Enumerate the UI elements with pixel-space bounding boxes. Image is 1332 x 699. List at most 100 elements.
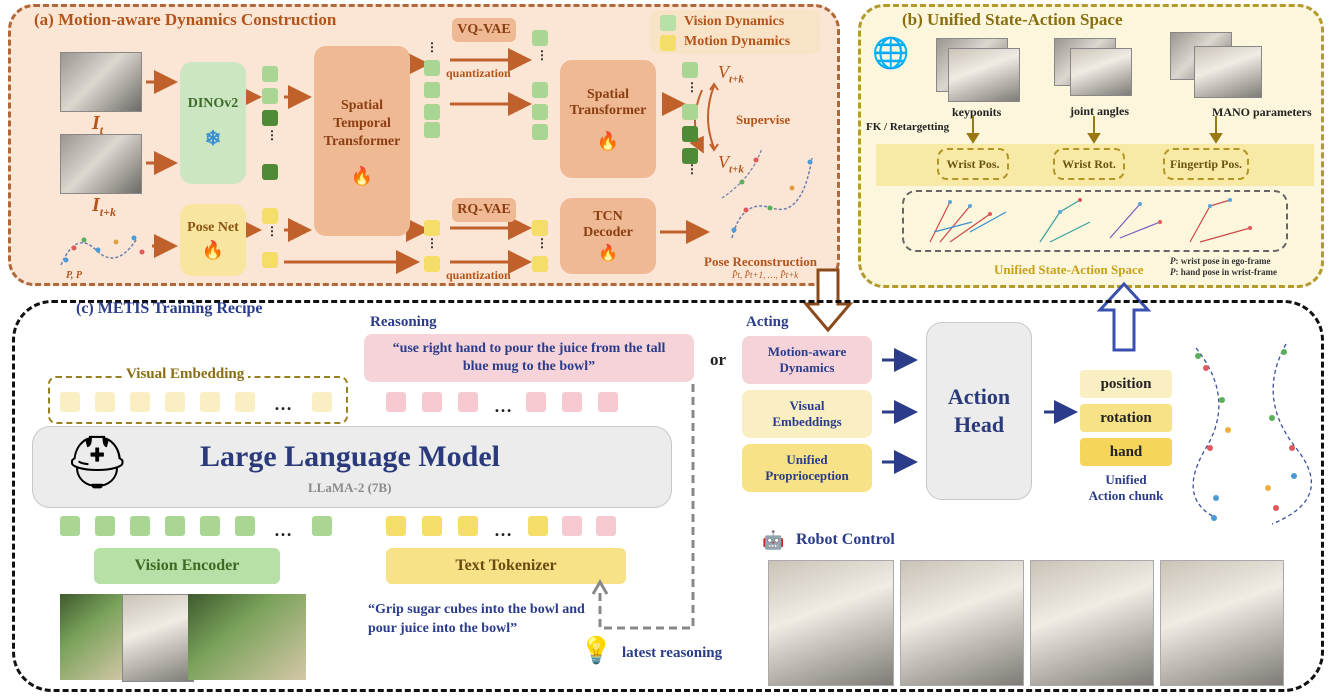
token (95, 392, 115, 412)
text-tokenizer-block: Text Tokenizer (386, 548, 626, 584)
vq-vae-block: VQ-VAE (452, 18, 516, 42)
visual-embedding-group (48, 376, 348, 424)
dinov2-block: DINOv2 ❄ (180, 62, 246, 184)
helmet-logo-icon: ⛑ (64, 435, 131, 492)
panel-c-title: (c) METIS Training Recipe (76, 300, 263, 317)
token (424, 60, 440, 76)
flame-icon: 🔥 (350, 166, 374, 186)
token (532, 220, 548, 236)
token (682, 62, 698, 78)
token (130, 516, 150, 536)
reasoning-label: Reasoning (370, 314, 437, 330)
flame-icon: 🔥 (201, 239, 225, 260)
supervise-label: Supervise (736, 112, 791, 127)
st-line-2: Transformer (569, 102, 647, 118)
token (532, 256, 548, 272)
pose-reconstruction-sketch (721, 147, 813, 239)
pose-sequence-sketch (60, 235, 145, 266)
frame-tk-image (60, 134, 142, 194)
mano-label: MANO parameters (1212, 105, 1312, 119)
panel-training-recipe (12, 300, 1324, 692)
token (312, 392, 332, 412)
ellipsis: ⋮ (536, 48, 548, 62)
legend-motion-label: Motion Dynamics (684, 34, 791, 49)
label-i-tk: It+k (92, 194, 116, 219)
fk-retargetting-label: FK / Retargetting (866, 121, 950, 133)
robot-icon: 🤖 (762, 530, 785, 550)
token (682, 148, 698, 164)
tcn-decoder-block: TCN Decoder 🔥 (560, 198, 656, 274)
token (165, 516, 185, 536)
rq-vae-block: RQ-VAE (452, 198, 516, 222)
token (424, 256, 440, 272)
hand-pose-sketches (929, 198, 1252, 243)
token (682, 104, 698, 120)
v-label: Vt+k (718, 152, 744, 176)
ellipsis: … (494, 520, 512, 540)
input-image-1 (60, 594, 126, 680)
token (60, 516, 80, 536)
input-image-3 (188, 594, 306, 680)
robot-frame-4 (1160, 560, 1284, 686)
action-head-block: Action Head (926, 322, 1032, 500)
token (532, 124, 548, 140)
dataset-image-2 (948, 48, 1020, 102)
hand-pose-group (902, 190, 1288, 252)
note-hand-wrist: P: hand pose in wrist-frame (1170, 267, 1277, 277)
note-wrist-ego: P: wrist pose in ego-frame (1170, 256, 1271, 266)
token (386, 516, 406, 536)
stt-line-3: Transformer (323, 134, 401, 149)
token (60, 392, 80, 412)
snowflake-icon: ❄ (204, 127, 222, 150)
pose-hat-sequence: P̂t, P̂t+1, …, P̂t+k (732, 270, 799, 280)
token (262, 66, 278, 82)
vision-encoder-block: Vision Encoder (94, 548, 280, 584)
panel-b-arrows (966, 116, 1223, 144)
v-hat-label: Vt+k (718, 62, 744, 86)
tcn-line-2: Decoder (583, 225, 633, 240)
ve-line-2: Embeddings (772, 414, 842, 429)
acting-label: Acting (746, 314, 789, 330)
globe-icon: 🌐 (872, 37, 910, 70)
visual-embedding-label: Visual Embedding (122, 366, 249, 383)
reasoning-loop-arrow (591, 384, 695, 630)
token (598, 392, 618, 412)
token (562, 392, 582, 412)
chunk-line-2: Action chunk (1088, 488, 1164, 503)
reasoning-box: “use right hand to pour the juice from t… (364, 334, 694, 382)
quantization-label-2: quantization (446, 268, 511, 282)
legend-vision-swatch (660, 15, 676, 31)
token (165, 392, 185, 412)
quantization-label-1: quantization (446, 66, 511, 80)
robot-frame-1 (768, 560, 894, 686)
token (386, 392, 406, 412)
token (262, 252, 278, 268)
llm-title: Large Language Model (200, 440, 500, 473)
spatial-transformer-block: Spatial Transformer 🔥 (560, 60, 656, 178)
frame-t-image (60, 52, 142, 112)
token (528, 516, 548, 536)
legend-vision-label: Vision Dynamics (684, 14, 785, 29)
token (526, 392, 546, 412)
pose-reconstruction-label: Pose Reconstruction (704, 254, 818, 269)
keypoints-label: keyponits (952, 105, 1002, 119)
flame-icon: 🔥 (598, 245, 618, 262)
flame-icon: 🔥 (596, 130, 620, 151)
llm-subtitle: LLaMA-2 (7B) (308, 480, 392, 495)
token (532, 82, 548, 98)
dataset-image-4 (1070, 48, 1132, 96)
legend-motion-swatch (660, 35, 676, 51)
instruction-text: “Grip sugar cubes into the bowl and pour… (368, 602, 585, 636)
llm-block (32, 426, 672, 508)
trajectory-sketch (1192, 343, 1312, 525)
robot-frame-3 (1030, 560, 1154, 686)
legend (650, 10, 820, 54)
wrist-pos-block: Wrist Pos. (937, 148, 1009, 180)
visual-embeddings-block: Visual Embeddings (742, 390, 872, 438)
ve-line-1: Visual (789, 398, 825, 413)
token (262, 110, 278, 126)
ellipsis: ⋮ (266, 224, 278, 238)
unified-action-chunk-label: Unified Action chunk (1070, 472, 1182, 504)
wrist-rot-block: Wrist Rot. (1053, 148, 1125, 180)
latest-reasoning-label: latest reasoning (622, 645, 723, 661)
